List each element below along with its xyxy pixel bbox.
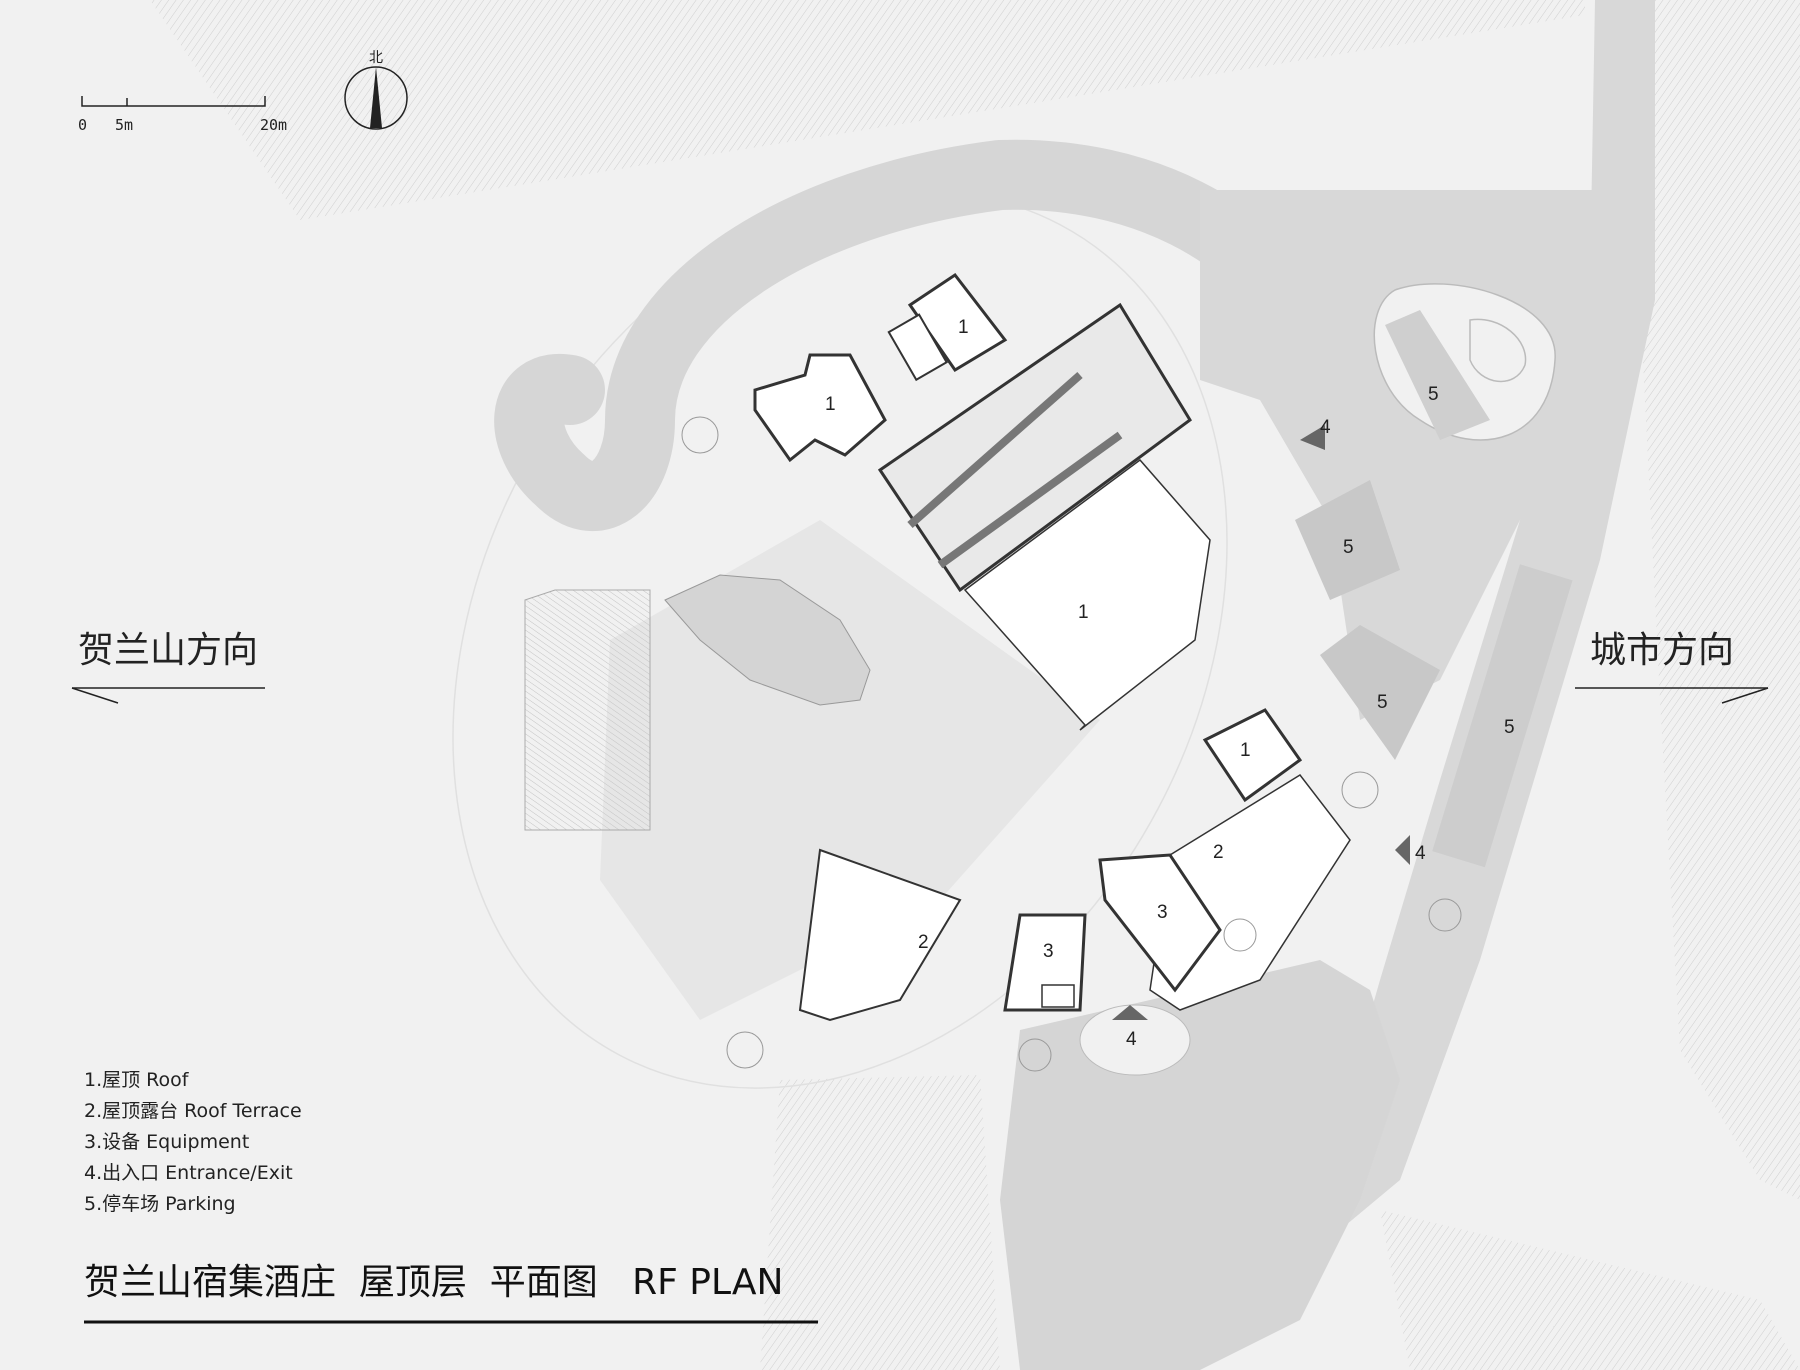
- tree: [1341, 771, 1379, 809]
- north-arrow: 北: [344, 50, 408, 130]
- legend: 1.屋顶 Roof 2.屋顶露台 Roof Terrace 3.设备 Equip…: [84, 1069, 302, 1215]
- tree: [1428, 898, 1462, 932]
- area-label-equipment: 3: [1043, 941, 1054, 962]
- skylight-2: [937, 431, 1123, 569]
- area-label-roof: 1: [1078, 602, 1089, 623]
- curved-access-road: [494, 139, 1325, 531]
- parking-5-c: [1320, 625, 1440, 760]
- terrace-2-west: [798, 848, 962, 1022]
- parking-5-b: [1295, 480, 1400, 600]
- drawing-title: 贺兰山宿集酒庄 屋顶层 平面图 RF PLAN: [84, 1262, 783, 1303]
- equipment-3-west: [1003, 913, 1087, 1012]
- entrance-marker-south: [1112, 1005, 1148, 1020]
- area-label-parking: 5: [1504, 717, 1515, 738]
- legend-item: 1.屋顶 Roof: [84, 1069, 190, 1091]
- pond-island: [1079, 1004, 1191, 1076]
- area-label-parking: 5: [1343, 537, 1354, 558]
- direction-right-label: 城市方向: [1590, 630, 1734, 671]
- area-label-entrance: 4: [1415, 843, 1426, 864]
- equipment-3-east: [1098, 853, 1222, 993]
- roof-1-north-annex: [887, 313, 948, 382]
- equipment-3-west-unit: [1041, 984, 1075, 1008]
- arrow-right-icon: [1575, 687, 1769, 704]
- roof-1-main: [963, 458, 1211, 731]
- legend-item: 2.屋顶露台 Roof Terrace: [84, 1100, 302, 1122]
- long-roof-strip: [877, 302, 1192, 593]
- area-label-parking: 5: [1377, 692, 1388, 713]
- parking-5-a: [1385, 310, 1490, 440]
- scale-label-0: 0: [78, 116, 87, 134]
- pool-deck: [524, 589, 651, 831]
- parking-5-d: [1432, 564, 1573, 868]
- scale-label-5m: 5m: [115, 116, 133, 134]
- hatched-field-bottom: [1380, 1210, 1800, 1370]
- roof-1-north: [907, 272, 1008, 373]
- area-label-terrace: 2: [1213, 842, 1224, 863]
- hatched-field-right: [1640, 0, 1800, 1200]
- tree: [726, 1031, 764, 1069]
- tree: [1018, 1038, 1052, 1072]
- hatched-field-top: [150, 0, 1585, 220]
- area-label-equipment: 3: [1157, 902, 1168, 923]
- area-label-entrance: 4: [1320, 417, 1331, 438]
- area-label-entrance: 4: [1126, 1029, 1137, 1050]
- scale-label-20m: 20m: [260, 116, 287, 134]
- arrow-left-icon: [71, 687, 265, 704]
- legend-item: 4.出入口 Entrance/Exit: [84, 1162, 293, 1184]
- legend-item: 5.停车场 Parking: [84, 1193, 236, 1215]
- area-label-terrace: 2: [918, 932, 929, 953]
- skylight-1: [907, 372, 1083, 528]
- roof-1-west: [753, 353, 887, 463]
- inner-island: [1469, 318, 1527, 382]
- entrance-marker-north: [1300, 425, 1325, 450]
- area-label-roof: 1: [825, 394, 836, 415]
- roof-1-small: [1202, 708, 1303, 803]
- hatched-field-bottom-left: [760, 1075, 1000, 1370]
- direction-left-label: 贺兰山方向: [78, 630, 258, 671]
- rock-sculpture: [664, 574, 871, 706]
- area-label-parking: 5: [1428, 384, 1439, 405]
- entrance-marker-east: [1395, 835, 1410, 865]
- north-label: 北: [369, 50, 383, 66]
- north-arrow-icon: [370, 67, 382, 128]
- tree: [681, 416, 719, 454]
- area-label-roof: 1: [1240, 740, 1251, 761]
- area-label-roof: 1: [958, 317, 969, 338]
- water-pond: [1000, 960, 1400, 1370]
- scale-bar: 0 5m 20m: [78, 96, 287, 134]
- legend-item: 3.设备 Equipment: [84, 1131, 249, 1153]
- tree: [1223, 918, 1257, 952]
- main-road: [1320, 0, 1655, 1230]
